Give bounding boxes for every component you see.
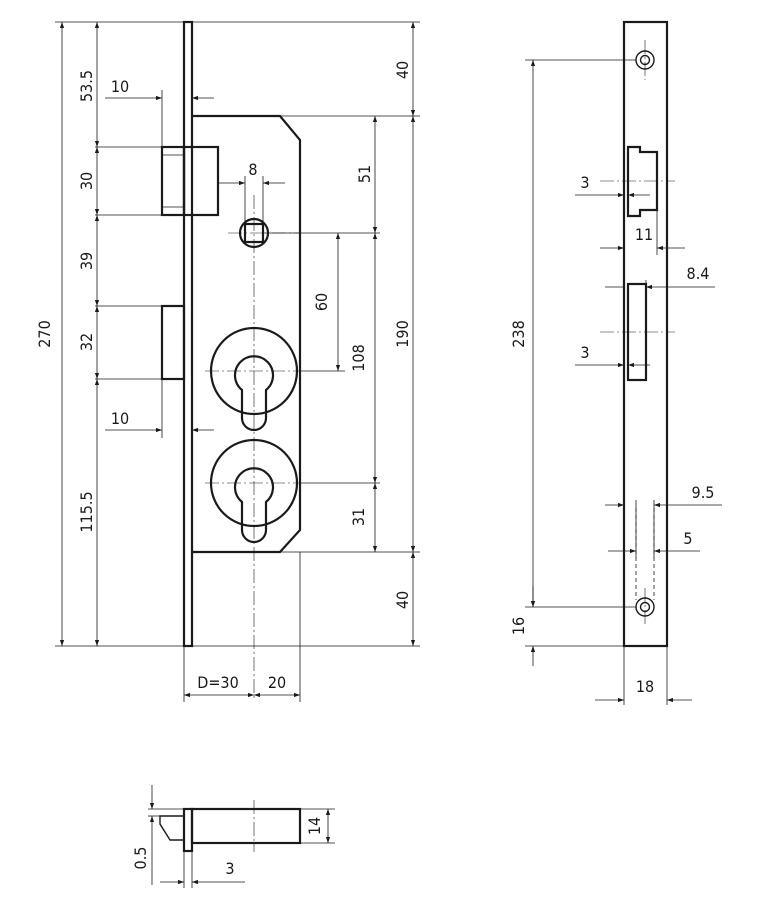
side-dimension-lines [530,60,722,703]
dim-39: 39 [77,252,96,270]
dim-60: 60 [312,293,331,311]
latch-tip [159,815,185,841]
dead-bolt [160,304,186,381]
dim-30: 30 [77,172,96,190]
dim-20: 20 [268,673,286,692]
dim-11: 11 [635,225,653,244]
dim-53-5: 53.5 [77,70,96,102]
side-extension-lines [525,59,668,705]
dim-3-top: 3 [580,173,589,192]
dim-40-top: 40 [393,61,412,79]
bottom-dimension-lines [148,785,335,888]
faceplate-side [622,20,669,648]
case-bottom [190,807,302,845]
dim-16: 16 [509,617,528,635]
latch-bolt [160,145,220,217]
dim-270: 270 [35,320,54,347]
dim-5: 5 [683,529,692,548]
dim-108: 108 [349,344,368,371]
dim-0-5: 0.5 [131,847,150,870]
dim-9-5: 9.5 [692,483,715,502]
dim-31: 31 [349,508,368,526]
dim-8: 8 [248,160,257,179]
faceplate-bottom [182,807,194,853]
dim-3-bottom: 3 [225,859,234,878]
dim-14: 14 [305,817,324,835]
dim-3-mid: 3 [580,343,589,362]
dim-115-5: 115.5 [77,491,96,532]
dim-18: 18 [636,677,654,696]
dim-10-bottom: 10 [111,409,129,428]
dim-backset: D=30 [197,673,238,692]
dim-8-4: 8.4 [687,264,710,283]
faceplate [182,20,194,648]
bottom-view [159,800,302,853]
dim-238: 238 [509,320,528,347]
dim-40-bottom: 40 [393,591,412,609]
side-dimension-labels: 3 11 8.4 238 3 9.5 5 16 18 [509,173,714,696]
latch-opening [626,145,659,218]
bottom-dimension-labels: 14 0.5 3 [131,817,324,878]
dim-51: 51 [355,165,374,183]
dim-32: 32 [77,333,96,351]
lock-case [192,114,302,554]
front-dimension-labels: 53.5 10 40 8 30 51 39 60 270 32 108 190 … [35,61,412,692]
front-extension-lines [55,21,420,702]
side-view [600,20,675,648]
dim-190: 190 [393,320,412,347]
dim-10-top: 10 [111,77,129,96]
front-view [160,20,302,700]
front-dimension-lines [59,22,416,698]
